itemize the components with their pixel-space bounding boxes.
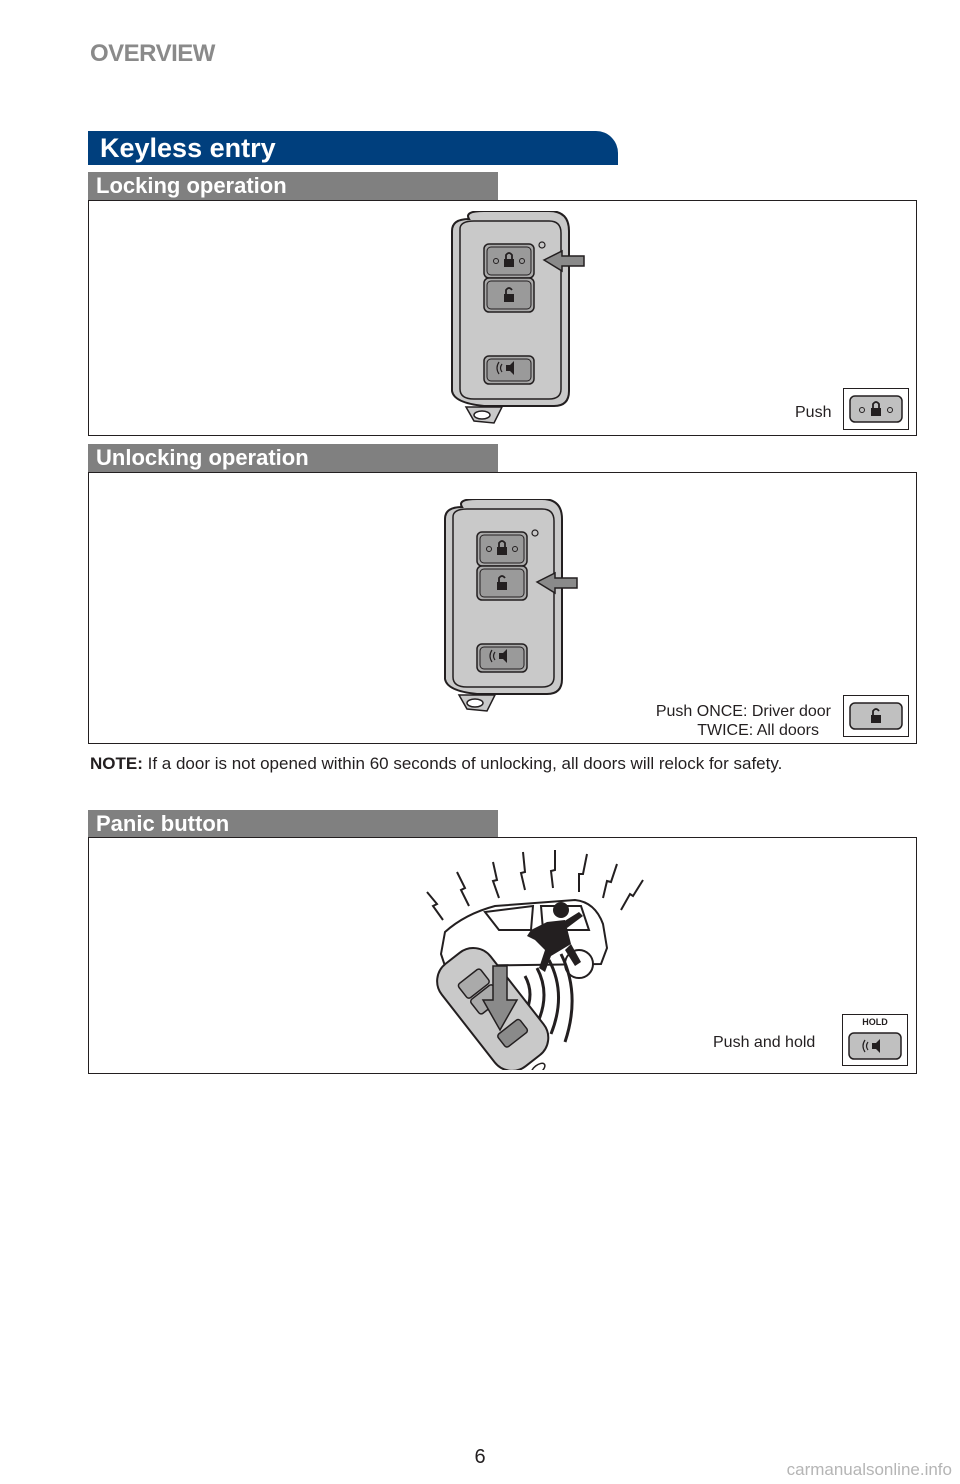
unlock-button-inset [843,695,909,737]
locking-panel: Push [88,200,917,436]
section-title-keyless-entry: Keyless entry [88,131,618,165]
panic-button-inset: HOLD [842,1014,908,1066]
note-label: NOTE: [90,754,143,773]
unlocking-caption-line1: Push ONCE: Driver door [655,703,831,720]
panic-icon [862,1039,880,1053]
watermark: carmanualsonline.info [786,1460,952,1479]
key-fob-unlocking-illustration [444,499,578,712]
arrow-icon [542,249,585,273]
panic-alarm-illustration [426,850,644,1070]
lock-button-inset [843,388,909,430]
lock-icon [859,401,893,416]
unlocking-caption: Push ONCE: Driver door TWICE: All doors [621,702,831,740]
page-number: 6 [474,1446,486,1468]
note-paragraph: NOTE: If a door is not opened within 60 … [90,751,910,776]
hold-label: HOLD [862,1017,888,1027]
note-text: If a door is not opened within 60 second… [147,754,783,773]
lock-icon [486,540,518,555]
arrow-icon [481,965,519,1032]
panic-icon [496,361,514,375]
lock-icon [493,252,525,267]
unlock-icon [871,708,881,723]
unlock-icon [497,575,507,590]
panic-panel: Push and hold HOLD [88,837,917,1074]
arrow-icon [535,571,578,595]
unlock-icon [504,287,514,302]
panic-caption: Push and hold [713,1034,816,1051]
page-header-label: OVERVIEW [90,40,215,67]
panic-icon [489,649,507,663]
key-fob-locking-illustration [451,211,585,424]
locking-caption: Push [795,404,832,421]
unlocking-panel: Push ONCE: Driver door TWICE: All doors [88,472,917,744]
unlocking-caption-line2: TWICE: All doors [697,722,819,739]
startled-person-icon [527,902,583,972]
alarm-flash-icon [426,850,644,921]
subsection-title-panic: Panic button [88,810,498,838]
subsection-title-locking: Locking operation [88,172,498,200]
subsection-title-unlocking: Unlocking operation [88,444,498,472]
